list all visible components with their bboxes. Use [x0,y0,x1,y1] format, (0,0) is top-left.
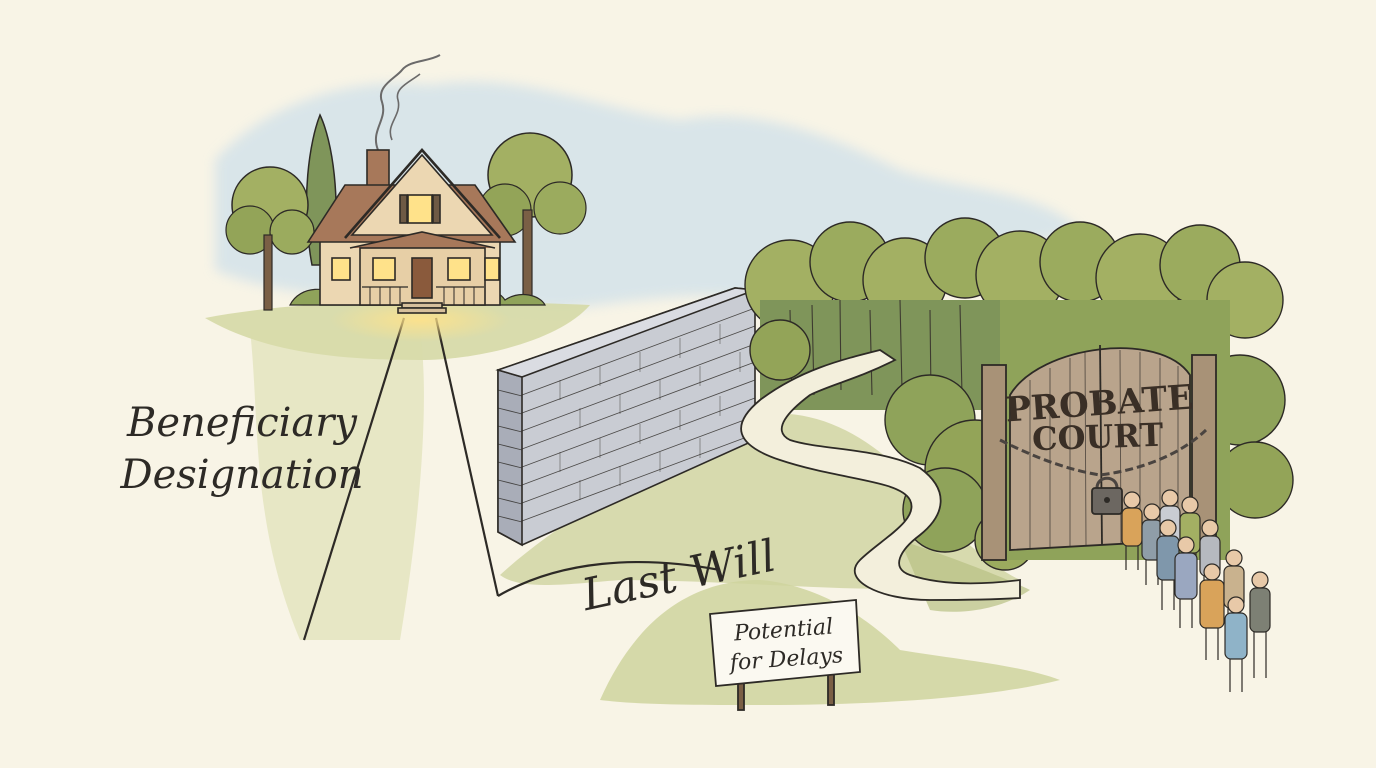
chain-icon [999,428,1208,477]
brick-wall [495,287,756,547]
winding-path [740,349,1021,601]
gate-post-left [981,364,1007,561]
beneficiary-label: Beneficiary Designation [120,400,364,498]
house-icon [306,54,517,314]
people-queue [1121,489,1271,692]
probate-gate: PROBATE COURT [981,344,1217,561]
direct-path [302,317,721,641]
beneficiary-label-line2: Designation [120,452,364,498]
beneficiary-label-line1: Beneficiary [126,400,358,446]
forest [744,217,1294,571]
house-glow [330,298,510,342]
gate-door [1009,347,1191,551]
delays-sign: Potential for Delays [709,599,861,711]
gate-label-court: COURT [1031,416,1164,459]
padlock-icon [1091,476,1123,515]
smoke-icon [375,54,441,151]
